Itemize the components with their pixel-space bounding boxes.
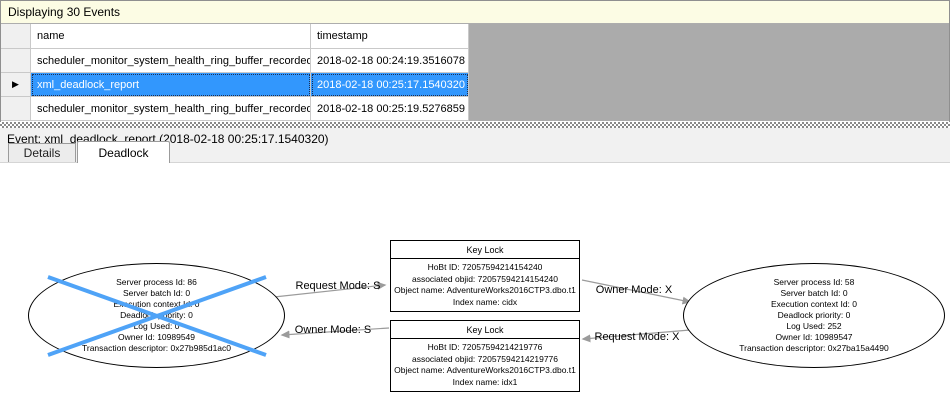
pane-splitter[interactable] (0, 122, 950, 128)
resource-node-key-lock: Key Lock HoBt ID: 72057594214154240 asso… (390, 240, 580, 312)
cell-event-timestamp[interactable]: 2018-02-18 00:24:19.3516078 (311, 49, 469, 73)
tab-deadlock[interactable]: Deadlock (77, 141, 170, 163)
events-count-text: Displaying 30 Events (8, 5, 121, 19)
edge-label-owner-x: Owner Mode: X (595, 284, 673, 296)
row-header-cell[interactable] (1, 97, 31, 121)
process-node-victim: Server process Id: 86 Server batch Id: 0… (28, 263, 285, 368)
resource-node-key-lock: Key Lock HoBt ID: 72057594214219776 asso… (390, 320, 580, 392)
process-node: Server process Id: 58 Server batch Id: 0… (683, 263, 945, 368)
cell-event-name[interactable]: scheduler_monitor_system_health_ring_buf… (31, 97, 311, 121)
table-row[interactable]: scheduler_monitor_system_health_ring_buf… (1, 97, 949, 121)
grid-header-row: name timestamp (1, 24, 949, 49)
events-pane: Displaying 30 Events name timestamp sche… (0, 0, 950, 122)
cell-event-timestamp[interactable]: 2018-02-18 00:25:19.5276859 (311, 97, 469, 121)
row-header-cell[interactable]: ▶ (1, 73, 31, 97)
grid-corner-cell (1, 24, 31, 49)
tab-details[interactable]: Details (8, 143, 76, 162)
table-row-selected[interactable]: ▶ xml_deadlock_report 2018-02-18 00:25:1… (1, 73, 949, 97)
cell-event-name[interactable]: xml_deadlock_report (31, 73, 311, 97)
cell-event-name[interactable]: scheduler_monitor_system_health_ring_buf… (31, 49, 311, 73)
edge-label-request-x: Request Mode: X (594, 331, 680, 343)
events-count-bar: Displaying 30 Events (1, 1, 949, 24)
edge-label-request-s: Request Mode: S (295, 280, 381, 292)
deadlock-graph-pane: Server process Id: 86 Server batch Id: 0… (0, 163, 950, 400)
edge-label-owner-s: Owner Mode: S (294, 324, 372, 336)
event-detail-header: Event: xml_deadlock_report (2018-02-18 0… (0, 128, 950, 163)
column-header-name[interactable]: name (31, 24, 311, 49)
cell-event-timestamp[interactable]: 2018-02-18 00:25:17.1540320 (311, 73, 469, 97)
table-row[interactable]: scheduler_monitor_system_health_ring_buf… (1, 49, 949, 73)
row-header-cell[interactable] (1, 49, 31, 73)
selected-row-arrow-icon: ▶ (12, 79, 19, 89)
column-header-timestamp[interactable]: timestamp (311, 24, 469, 49)
grid-filler (469, 24, 949, 49)
events-grid: name timestamp scheduler_monitor_system_… (1, 24, 949, 121)
